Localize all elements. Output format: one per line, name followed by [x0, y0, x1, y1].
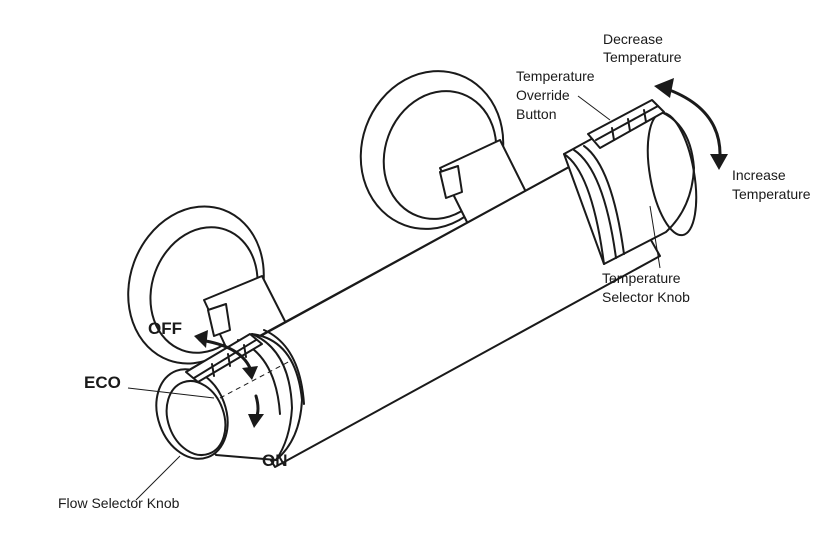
temperature-rotation-arrow — [654, 78, 728, 170]
eco-label: ECO — [84, 373, 121, 392]
front-wall-bracket — [127, 205, 293, 365]
decrease-temperature-label: Decrease Temperature — [603, 31, 682, 65]
temperature-selector-knob-label: Temperature Selector Knob — [602, 270, 690, 305]
off-label: OFF — [148, 319, 182, 338]
flow-selector-knob-label: Flow Selector Knob — [58, 495, 180, 511]
temperature-override-button[interactable] — [587, 99, 665, 149]
leader-lines — [127, 95, 661, 501]
on-label: ON — [262, 451, 288, 470]
eco-dashed-line — [219, 359, 293, 399]
increase-temperature-label: Increase Temperature — [732, 167, 811, 202]
override-button-label: Temperature Override Button — [516, 68, 598, 122]
flow-rotation-arrow — [194, 330, 264, 428]
